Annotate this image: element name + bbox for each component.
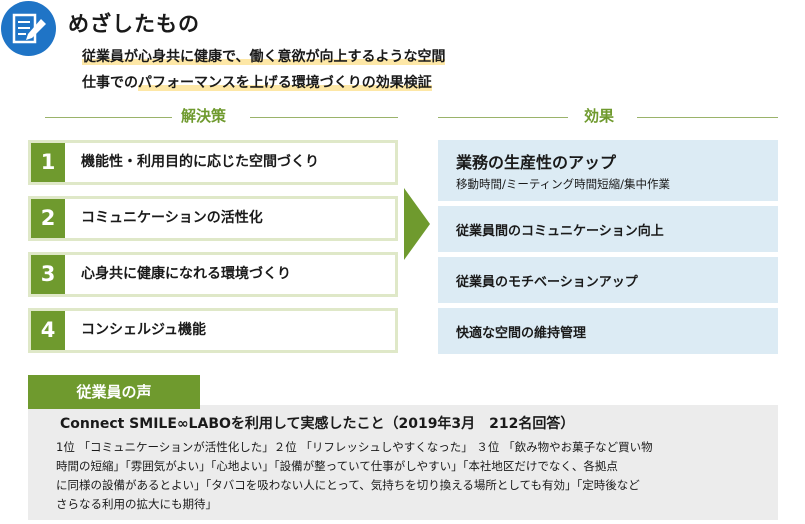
voice-heading: Connect SMILE∞LABOを利用して実感したこと（2019年3月 21… [60, 416, 575, 432]
voice-tag: 従業員の声 [28, 375, 200, 409]
solution-number: 3 [31, 255, 65, 294]
goal-line-2-highlight: パフォーマンスを上げる環境づくりの効果検証 [138, 75, 432, 91]
effects-header: 効果 [584, 107, 615, 125]
effect-item-3: 従業員のモチベーションアップ [438, 257, 778, 303]
effect-title: 業務の生産性のアップ [456, 153, 617, 172]
solution-item-3: 3 心身共に健康になれる環境づくり [28, 252, 398, 297]
solution-label: 心身共に健康になれる環境づくり [81, 266, 291, 282]
solution-number: 4 [31, 311, 65, 350]
solution-label: 機能性・利用目的に応じた空間づくり [81, 154, 319, 170]
solution-label: コンシェルジュ機能 [81, 322, 207, 338]
goal-line-1-text: 従業員が心身共に健康で、働く意欲が向上するような空間 [82, 49, 446, 65]
effect-subtitle: 移動時間/ミーティング時間短縮/集中作業 [456, 177, 671, 191]
effect-item-2: 従業員間のコミュニケーション向上 [438, 206, 778, 252]
goal-line-2: 仕事でのパフォーマンスを上げる環境づくりの効果検証 [82, 72, 432, 92]
voice-body: 1位 「コミュニケーションが活性化した」２位 「リフレッシュしやすくなった」 ３… [56, 438, 774, 514]
effect-title: 快適な空間の維持管理 [456, 326, 587, 341]
solutions-header: 解決策 [181, 107, 227, 125]
effect-item-4: 快適な空間の維持管理 [438, 308, 778, 354]
solution-label: コミュニケーションの活性化 [81, 210, 263, 226]
solution-number: 2 [31, 199, 65, 238]
effect-title: 従業員のモチベーションアップ [456, 275, 638, 290]
effect-item-1: 業務の生産性のアップ 移動時間/ミーティング時間短縮/集中作業 [438, 140, 778, 201]
goal-line-2-prefix: 仕事での [82, 75, 138, 91]
voice-panel [28, 405, 778, 520]
effects-header-line-right [637, 117, 778, 118]
solution-item-1: 1 機能性・利用目的に応じた空間づくり [28, 140, 398, 185]
goal-line-1: 従業員が心身共に健康で、働く意欲が向上するような空間 [82, 46, 446, 66]
flow-arrow-icon [404, 188, 430, 264]
memo-pencil-icon [1, 1, 56, 56]
effect-title: 従業員間のコミュニケーション向上 [456, 224, 664, 239]
voice-line: 1位 「コミュニケーションが活性化した」２位 「リフレッシュしやすくなった」 ３… [56, 440, 653, 454]
solution-number: 1 [31, 143, 65, 182]
voice-line: 時間の短縮」「雰囲気がよい」「心地よい」「設備が整っていて仕事がしやすい」「本社… [56, 459, 618, 473]
voice-line: に同様の設備があるとよい」「タバコを吸わない人にとって、気持ちを切り換える場所と… [56, 478, 640, 492]
solutions-header-line-left [45, 117, 172, 118]
effects-header-line-left [438, 117, 568, 118]
solution-item-4: 4 コンシェルジュ機能 [28, 308, 398, 353]
voice-line: さらなる利用の拡大にも期待」 [56, 497, 217, 511]
solution-item-2: 2 コミュニケーションの活性化 [28, 196, 398, 241]
solutions-header-line-right [250, 117, 398, 118]
page-title: めざしたもの [68, 12, 200, 36]
